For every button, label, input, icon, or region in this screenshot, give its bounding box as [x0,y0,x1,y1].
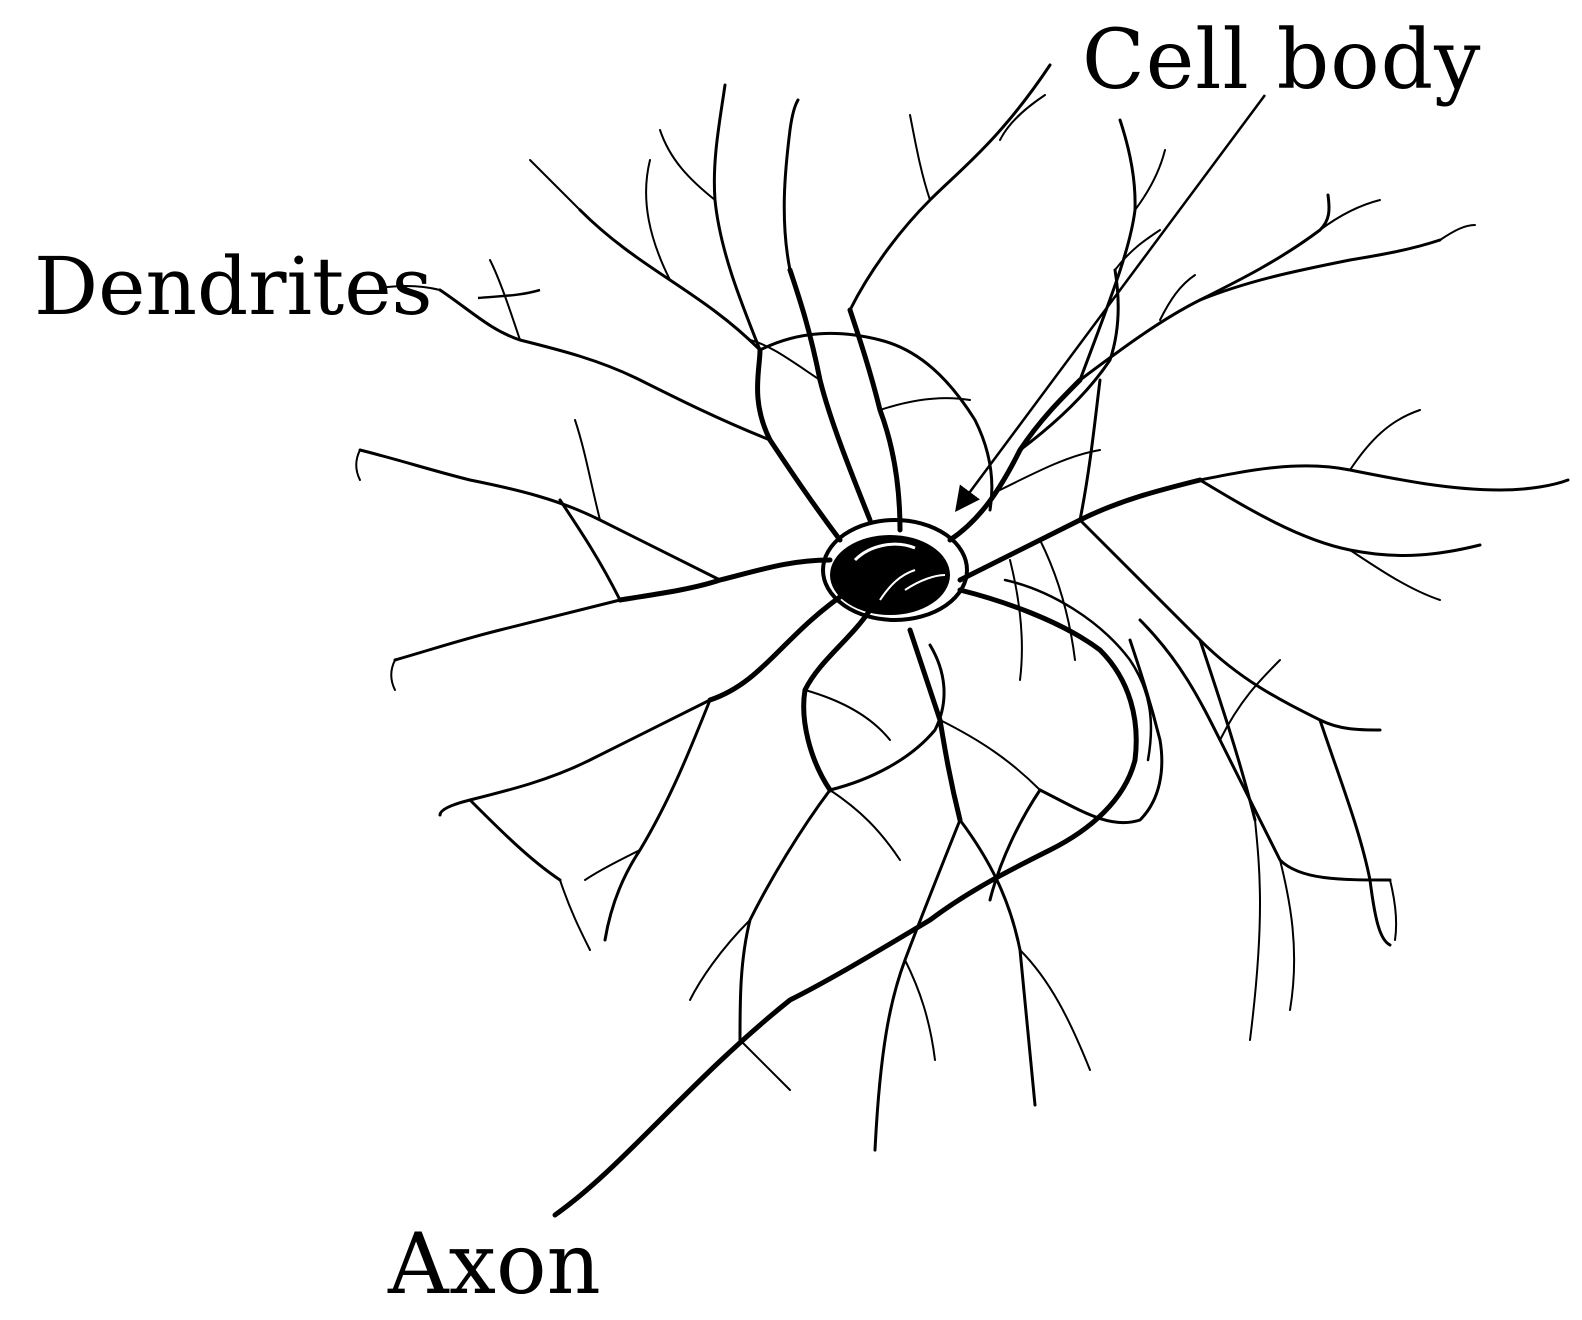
dendrites [356,65,1568,1150]
cell-body-label: Cell body [1082,20,1481,102]
axon [555,580,1151,1215]
leader-lines [478,95,1265,508]
cell-body [823,520,967,620]
cell-body-pointer-arrow [958,95,1265,508]
axon-label: Axon [388,1222,601,1306]
dendrites-pointer-line [478,290,540,298]
dendrites-label: Dendrites [34,247,433,327]
